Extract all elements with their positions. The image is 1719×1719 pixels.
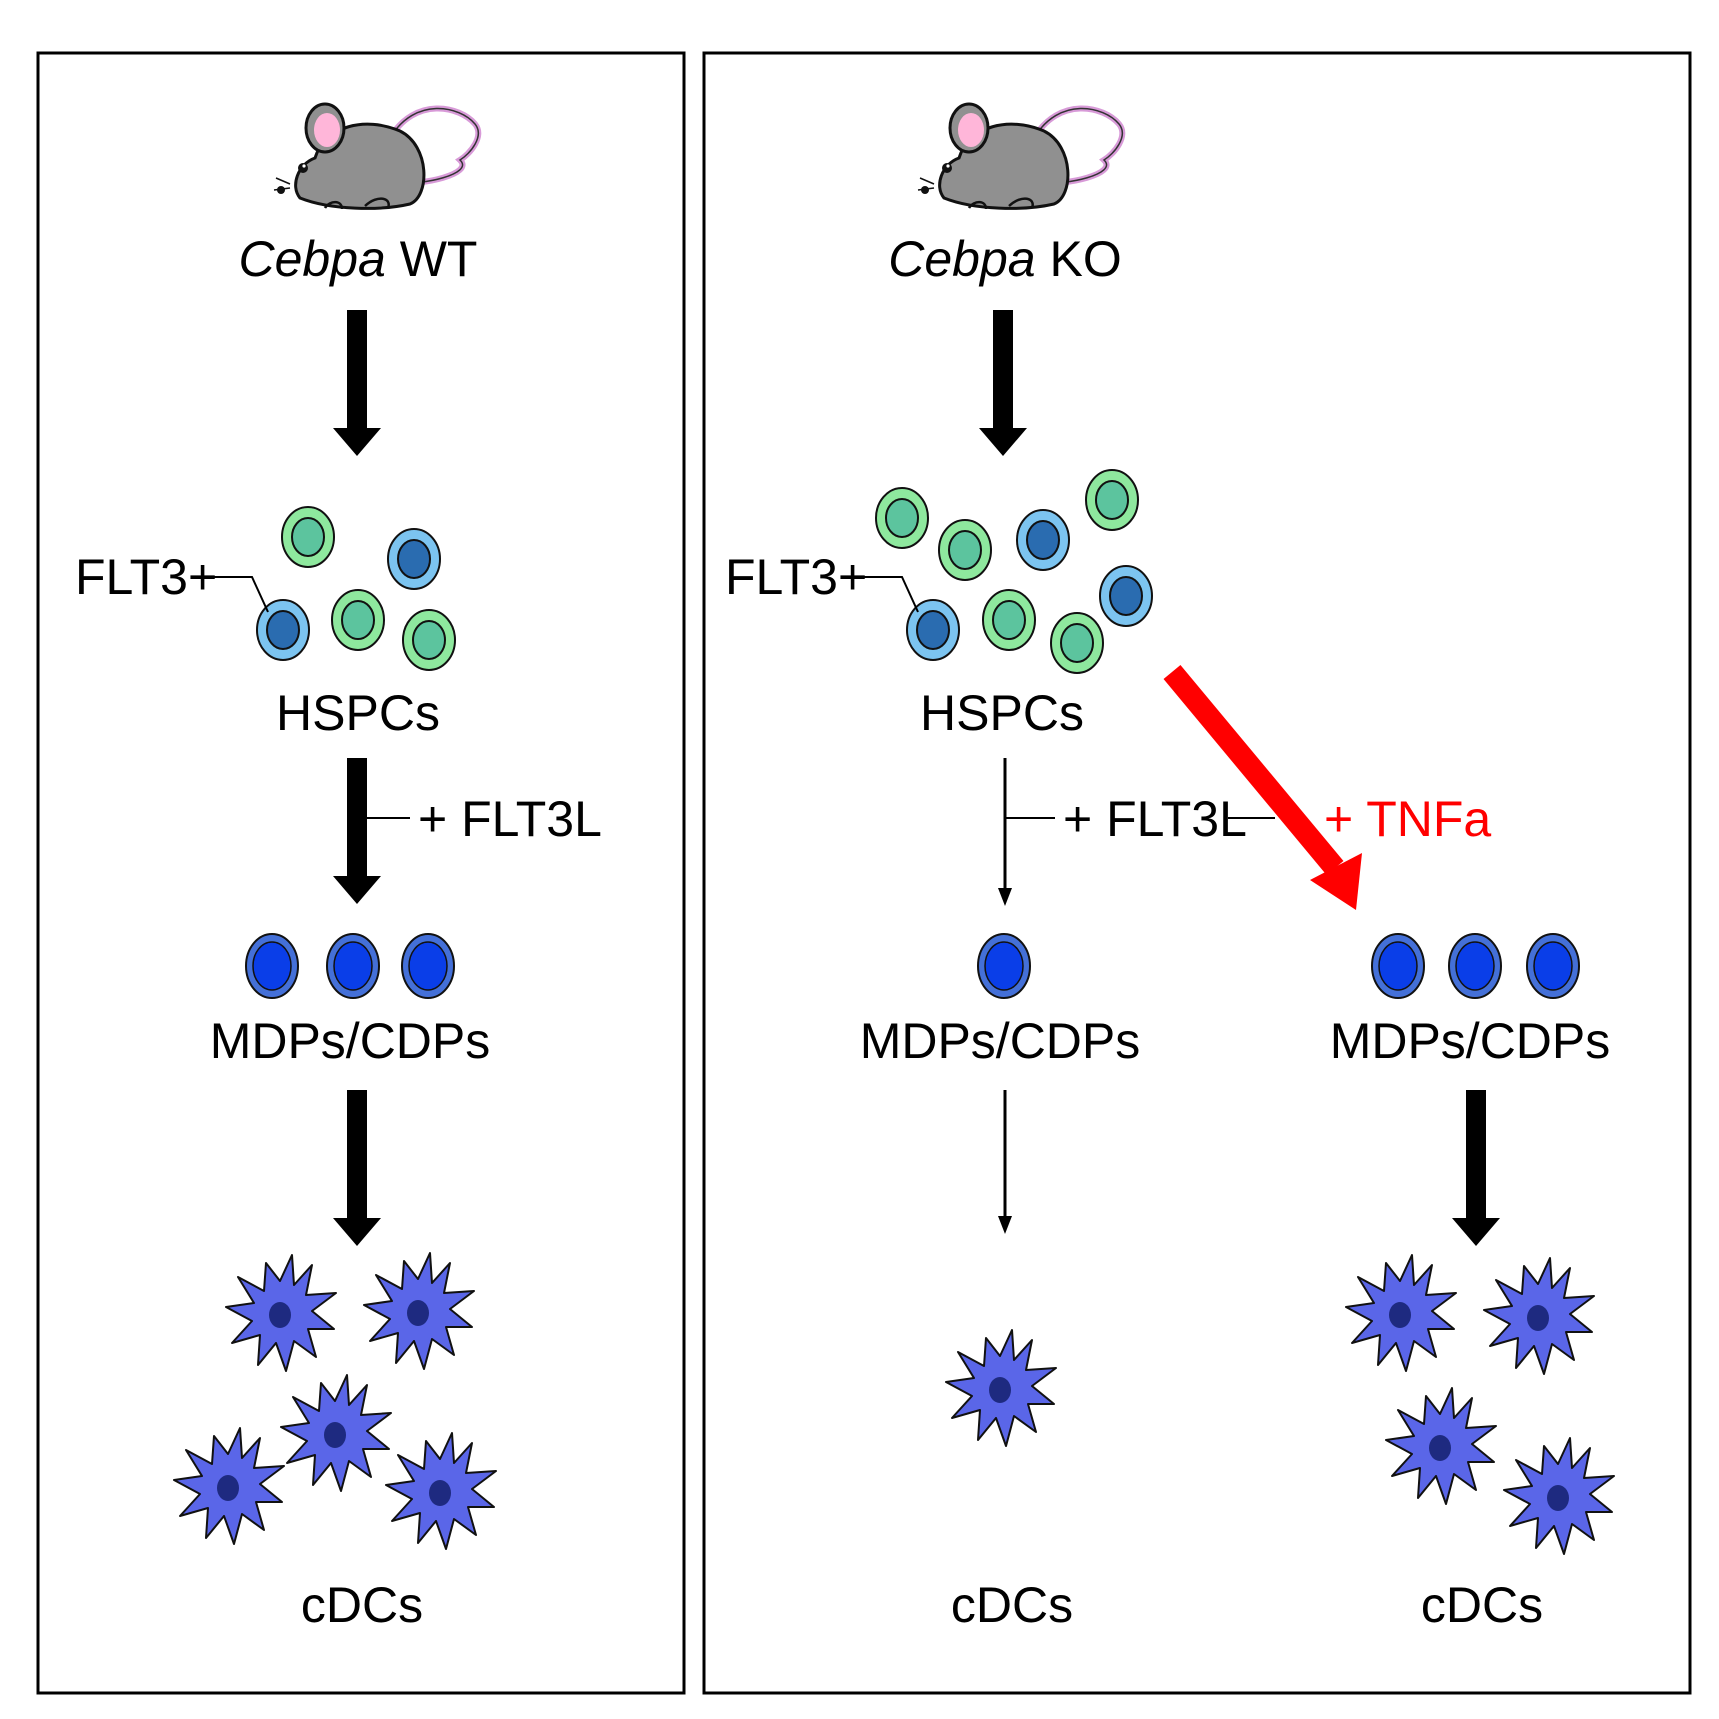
ko-tnfa-arrow	[1163, 664, 1362, 910]
wt-hspc-cluster	[256, 506, 456, 671]
wt-panel-frame	[36, 51, 686, 1695]
wt-arrow-progenitor-to-cdc	[333, 1090, 381, 1246]
ko-flt3-leader	[853, 576, 919, 613]
ko-cdc-left	[945, 1329, 1057, 1447]
wt-flt3-label: FLT3+	[75, 549, 217, 605]
ko-progenitor-cell-left	[977, 933, 1031, 999]
mouse-icon-ko	[918, 104, 1122, 209]
ko-panel-frame	[702, 51, 1692, 1695]
ko-hspc-cluster	[875, 469, 1153, 674]
ko-genotype-label: Cebpa KO	[888, 231, 1121, 287]
ko-thin-arrow-progenitor-to-cdc	[998, 1090, 1012, 1234]
wt-arrow-hspc-to-progenitor	[333, 758, 381, 904]
ko-tnfa-label: + TNFa	[1324, 791, 1491, 847]
ko-progenitor-cells-right	[1371, 933, 1580, 999]
ko-progenitor-label-right: MDPs/CDPs	[1330, 1013, 1611, 1069]
mouse-icon-wt	[274, 104, 478, 209]
wt-cdc-cluster	[173, 1252, 497, 1550]
ko-arrow-mouse-to-hspc	[979, 310, 1027, 456]
wt-genotype-label: Cebpa WT	[239, 231, 478, 287]
wt-cdc-label: cDCs	[301, 1577, 423, 1633]
ko-flt3-label: FLT3+	[725, 549, 867, 605]
ko-progenitor-label-left: MDPs/CDPs	[860, 1013, 1141, 1069]
wt-arrow-mouse-to-hspc	[333, 310, 381, 456]
wt-flt3-leader	[203, 576, 269, 613]
wt-hspc-label: HSPCs	[276, 685, 440, 741]
wt-progenitor-cells	[245, 933, 455, 999]
ko-arrow-progenitor-to-cdc-right	[1452, 1090, 1500, 1246]
wt-progenitor-label: MDPs/CDPs	[210, 1013, 491, 1069]
wt-flt3l-label: + FLT3L	[418, 791, 602, 847]
ko-thin-arrow-hspc-to-progenitor	[998, 758, 1012, 906]
ko-cdc-label-right: cDCs	[1421, 1577, 1543, 1633]
ko-flt3l-label: + FLT3L	[1063, 791, 1247, 847]
ko-cdc-cluster-right	[1345, 1254, 1615, 1555]
ko-cdc-label-left: cDCs	[951, 1577, 1073, 1633]
ko-hspc-label: HSPCs	[920, 685, 1084, 741]
